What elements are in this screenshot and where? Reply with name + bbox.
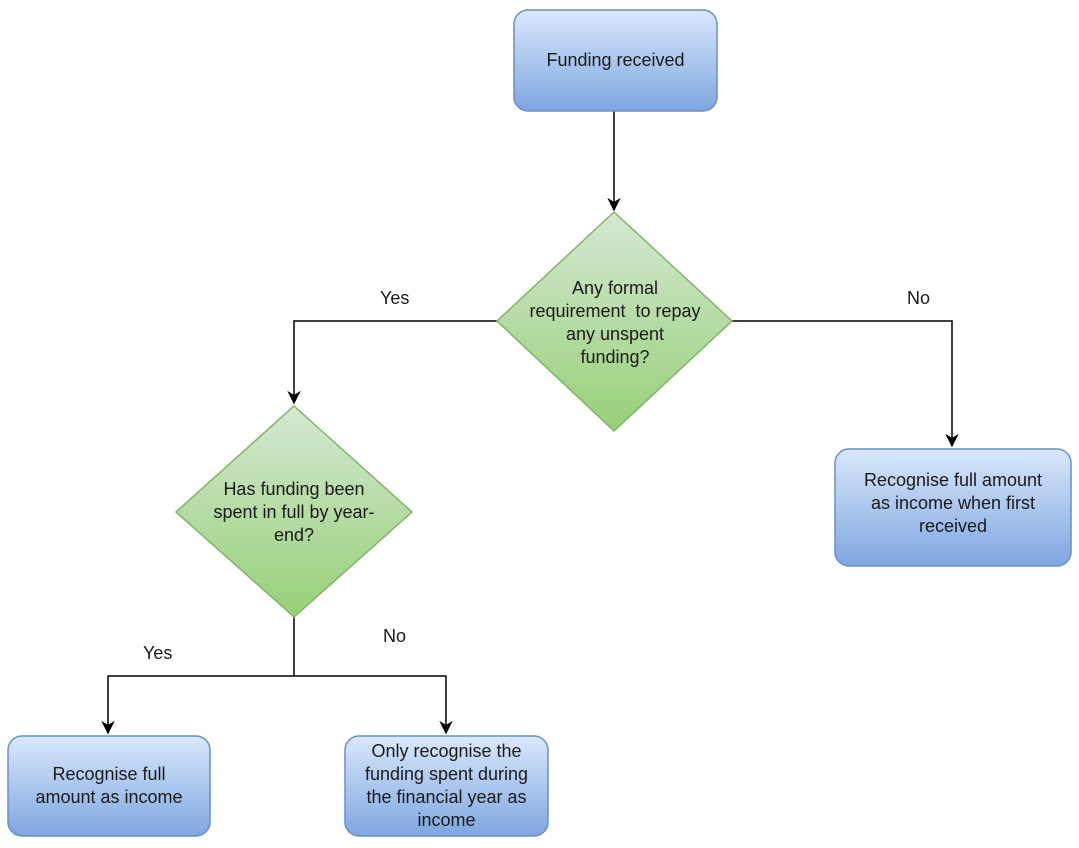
edge-label-spent-no: No: [383, 626, 407, 646]
repay-line-2: requirement to repay: [529, 301, 701, 321]
node-recognise-spent-label: Only recognise the funding spent during …: [345, 736, 548, 836]
spent-only-line-4: income: [417, 810, 476, 830]
repay-line-4: funding?: [580, 347, 650, 367]
spent-only-line-1: Only recognise the: [371, 741, 522, 761]
funding-received-text: Funding received: [546, 50, 685, 70]
node-recognise-full: [7, 735, 211, 837]
node-funding-received: [513, 9, 718, 112]
full-line-2: amount as income: [35, 787, 183, 807]
node-decision-repay: [495, 210, 734, 433]
node-recognise-when-received-label: Recognise full amount as income when fir…: [835, 449, 1071, 566]
edge-spent-no: [294, 675, 453, 735]
spent-line-1: Has funding been: [223, 478, 365, 499]
node-recognise-spent: [344, 735, 549, 837]
node-recognise-when-received: [834, 448, 1072, 567]
spent-only-line-2: funding spent during: [364, 764, 529, 784]
spent-line-2: spent in full by year-: [213, 501, 375, 522]
repay-line-3: any unspent: [565, 324, 665, 344]
received-line-1: Recognise full amount: [863, 470, 1043, 490]
node-decision-spent: [174, 404, 414, 619]
spent-line-3: end?: [273, 524, 315, 545]
received-line-2: as income when first: [870, 493, 1036, 513]
node-funding-received-label: Funding received: [514, 10, 717, 111]
received-line-3: received: [918, 516, 988, 536]
full-line-1: Recognise full: [52, 764, 166, 784]
node-decision-repay-label: Any formal requirement to repay any unsp…: [510, 276, 720, 370]
edge-label-repay-yes: Yes: [380, 288, 410, 308]
edge-label-spent-yes: Yes: [143, 643, 173, 663]
edge-label-repay-no: No: [907, 288, 931, 308]
edge-repay-yes: [287, 320, 497, 405]
spent-only-line-3: the financial year as: [366, 787, 527, 807]
node-recognise-full-label: Recognise full amount as income: [8, 736, 210, 836]
edge-spent-yes: [101, 675, 294, 735]
repay-line-1: Any formal: [571, 278, 659, 298]
edges: [101, 111, 959, 735]
node-decision-spent-label: Has funding been spent in full by year- …: [189, 476, 399, 548]
edge-repay-no: [732, 320, 959, 448]
